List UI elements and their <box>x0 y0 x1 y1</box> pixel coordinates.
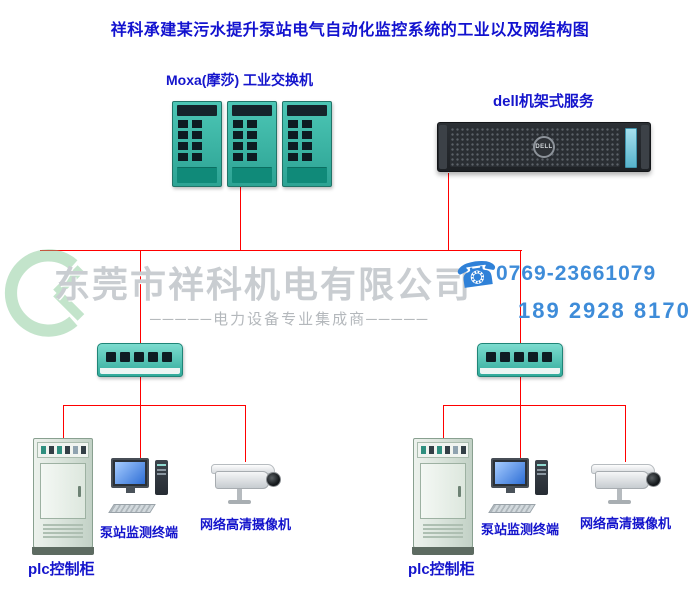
monitoring-terminal-left <box>108 458 171 516</box>
plc-cabinet-label-right: plc控制柜 <box>408 561 475 578</box>
line-left-to-camera <box>245 406 246 462</box>
line-right-to-plc <box>443 406 444 438</box>
camera-label-left: 网络高清摄像机 <box>200 517 292 532</box>
line-server-to-bus <box>448 173 449 250</box>
line-right-to-terminal <box>520 406 521 458</box>
moxa-top-connector-strip <box>287 105 327 116</box>
cabinet-top-panel <box>417 442 469 458</box>
line-bus-to-left-switch <box>140 251 141 343</box>
phone-number-secondary: 189 2928 8170 <box>518 298 691 323</box>
moxa-switches-label: Moxa(摩莎) 工业交换机 <box>166 72 313 88</box>
moxa-bottom-panel <box>177 167 217 183</box>
dell-rack-server: DELL <box>437 122 651 172</box>
line-right-to-camera <box>625 406 626 462</box>
monitor-icon <box>111 458 149 493</box>
terminal-label-right: 泵站监测终端 <box>481 522 560 537</box>
camera-bracket-base <box>228 500 251 504</box>
line-left-to-terminal <box>140 406 141 458</box>
camera-label-right: 网络高清摄像机 <box>580 516 672 531</box>
cabinet-vents <box>43 524 83 538</box>
plc-cabinet-left <box>32 438 94 555</box>
moxa-industrial-switch-2 <box>227 101 277 187</box>
camera-body <box>215 471 269 489</box>
cabinet-base <box>32 547 94 555</box>
watermark-tagline: ─────电力设备专业集成商───── <box>150 311 430 328</box>
ip-camera-left <box>205 462 285 510</box>
rack-ear-right <box>641 125 649 169</box>
cabinet-base <box>412 547 474 555</box>
line-left-branch <box>63 405 246 406</box>
diagram-title: 祥科承建某污水提升泵站电气自动化监控系统的工业以及网结构图 <box>110 22 590 39</box>
moxa-top-connector-strip <box>177 105 217 116</box>
cabinet-door <box>420 463 466 519</box>
ip-camera-right <box>585 462 665 510</box>
monitor-icon <box>491 458 529 493</box>
pc-tower-icon <box>155 460 168 495</box>
camera-lens-icon <box>266 472 281 487</box>
plc-cabinet-label-left: plc控制柜 <box>28 561 95 578</box>
camera-body <box>595 471 649 489</box>
line-main-bus <box>40 250 522 251</box>
dell-server-label: dell机架式服务 <box>493 93 594 110</box>
ethernet-switch-left <box>97 343 183 377</box>
camera-lens-icon <box>646 472 661 487</box>
cabinet-vents <box>423 524 463 538</box>
plc-cabinet-right <box>412 438 474 555</box>
company-logo-icon <box>4 249 85 337</box>
line-left-to-plc <box>63 406 64 438</box>
watermark-company-name: 东莞市祥科机电有限公司 <box>54 264 473 305</box>
server-led-panel <box>625 128 637 168</box>
keyboard-icon <box>488 504 536 513</box>
dell-logo: DELL <box>533 136 555 158</box>
line-right-switch-stem <box>520 377 521 406</box>
moxa-port-grid <box>288 120 314 162</box>
keyboard-icon <box>108 504 156 513</box>
rack-ear-left <box>439 125 447 169</box>
moxa-port-grid <box>178 120 204 162</box>
line-right-branch <box>443 405 626 406</box>
line-left-switch-stem <box>140 377 141 406</box>
ethernet-switch-right <box>477 343 563 377</box>
moxa-industrial-switch-1 <box>172 101 222 187</box>
terminal-label-left: 泵站监测终端 <box>100 525 179 540</box>
cabinet-top-panel <box>37 442 89 458</box>
moxa-port-grid <box>233 120 259 162</box>
line-bus-to-right-switch <box>520 251 521 343</box>
monitoring-terminal-right <box>488 458 551 516</box>
camera-bracket-arm <box>237 489 242 501</box>
phone-number-primary: 0769-23661079 <box>496 262 657 285</box>
moxa-industrial-switch-3 <box>282 101 332 187</box>
pc-tower-icon <box>535 460 548 495</box>
cabinet-door <box>40 463 86 519</box>
phone-icon: ☎ <box>453 253 501 297</box>
moxa-bottom-panel <box>287 167 327 183</box>
moxa-bottom-panel <box>232 167 272 183</box>
moxa-top-connector-strip <box>232 105 272 116</box>
line-moxa-to-bus <box>240 187 241 250</box>
camera-bracket-arm <box>617 489 622 501</box>
camera-bracket-base <box>608 500 631 504</box>
